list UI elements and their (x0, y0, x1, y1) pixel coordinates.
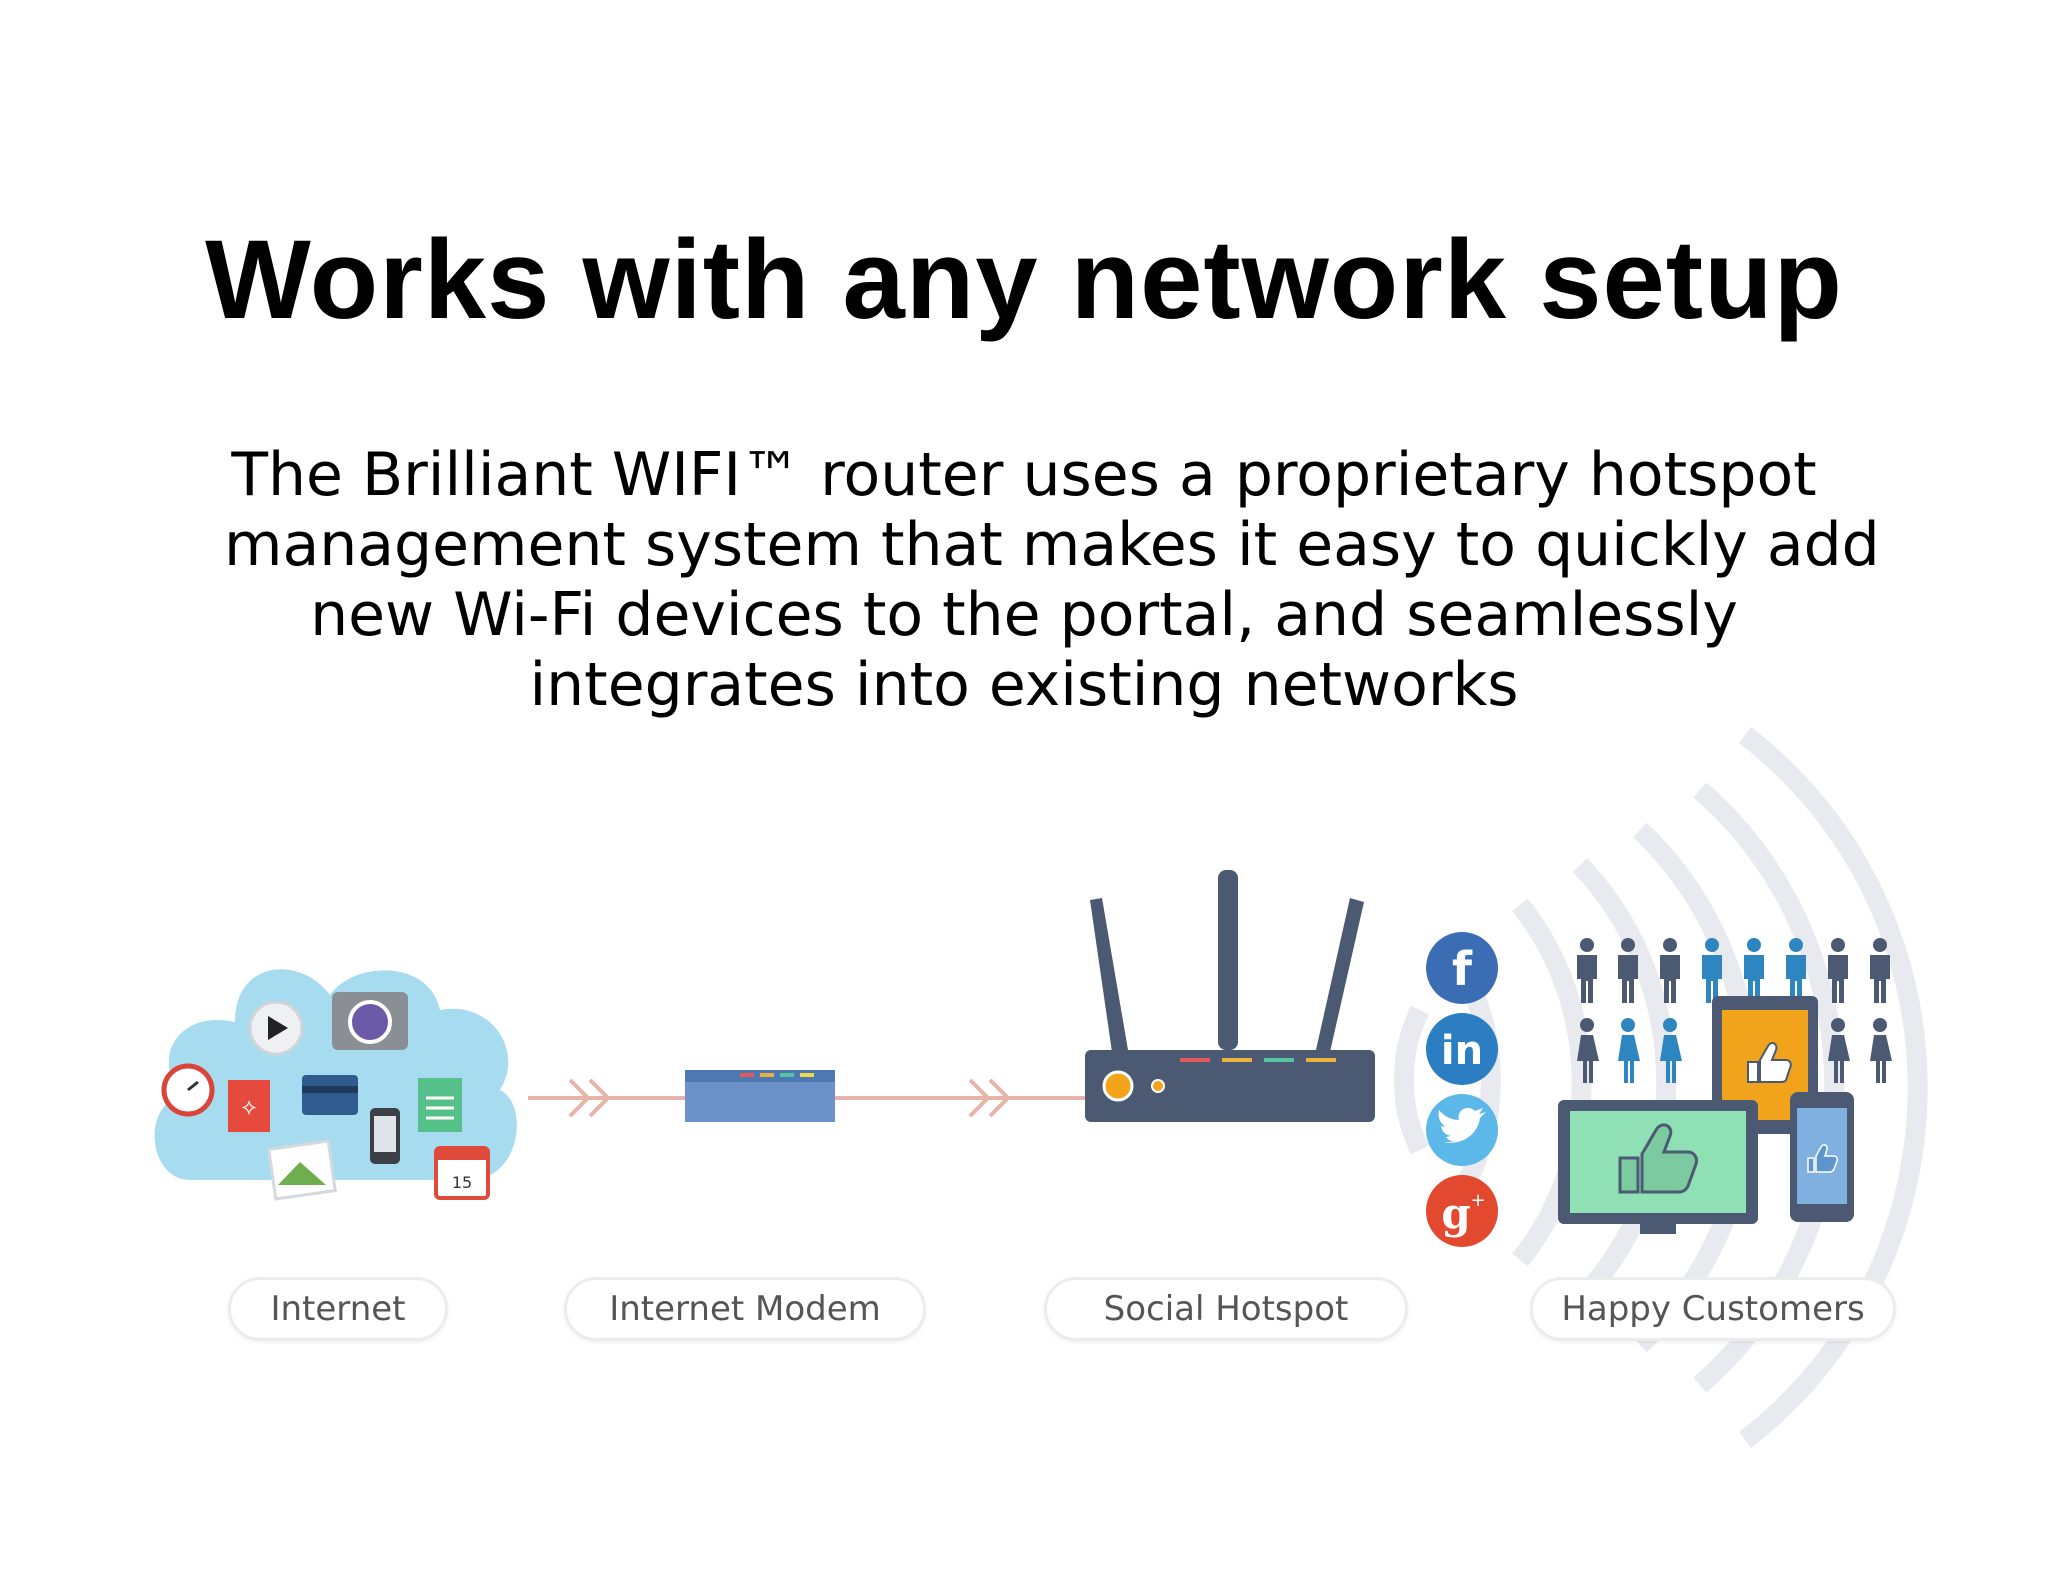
calendar-icon: 15 (434, 1146, 490, 1200)
document-icon (418, 1078, 462, 1132)
camera-icon (332, 992, 408, 1050)
pdf-icon: ⟡ (228, 1080, 270, 1132)
stage-label-internet-modem: Internet Modem (564, 1277, 926, 1341)
body-line: management system that makes it easy to … (224, 510, 1880, 580)
stage-label-internet: Internet (228, 1277, 448, 1341)
monitor-device (1558, 1100, 1758, 1234)
linkedin-icon: in (1426, 1013, 1498, 1085)
calendar-day: 15 (452, 1173, 472, 1192)
stage-label-social-hotspot: Social Hotspot (1044, 1277, 1408, 1341)
slide-title: Works with any network setup (205, 217, 1843, 342)
body-line: new Wi-Fi devices to the portal, and sea… (310, 580, 1738, 650)
google-plus-icon: g + (1426, 1175, 1498, 1247)
smartphone-device (1790, 1092, 1854, 1222)
svg-text:+: + (1470, 1190, 1485, 1211)
connector-arrow (835, 1078, 1085, 1118)
router-device (1085, 870, 1375, 1122)
svg-text:in: in (1441, 1028, 1483, 1074)
twitter-icon (1426, 1094, 1498, 1166)
photo-icon (267, 1139, 337, 1201)
connector-arrow (528, 1078, 685, 1118)
svg-text:⟡: ⟡ (242, 1095, 257, 1120)
clock-icon (161, 1063, 215, 1117)
play-icon (248, 1000, 304, 1056)
body-line: The Brilliant WIFI™ router uses a propri… (231, 440, 1817, 510)
internet-cloud: ⟡ 15 (154, 969, 517, 1201)
credit-card-icon (302, 1075, 358, 1115)
svg-text:f: f (1452, 942, 1473, 996)
phone-icon (370, 1108, 400, 1164)
modem-device (685, 1070, 835, 1122)
network-diagram: ⟡ 15 (154, 727, 1928, 1448)
slide-body: The Brilliant WIFI™ router uses a propri… (224, 440, 1880, 720)
facebook-icon: f (1426, 932, 1498, 1004)
body-line: integrates into existing networks (529, 650, 1519, 720)
svg-text:g: g (1441, 1189, 1470, 1238)
stage-label-happy-customers: Happy Customers (1530, 1277, 1896, 1341)
